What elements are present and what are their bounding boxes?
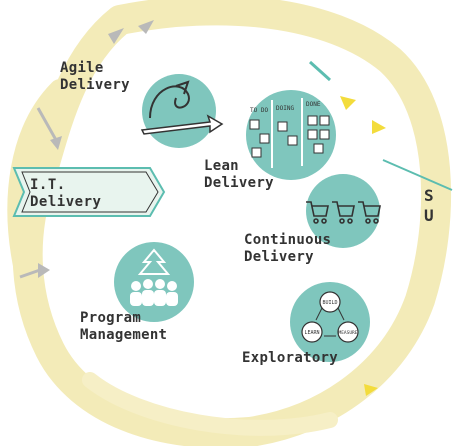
flow-arrow-gray: [138, 20, 154, 34]
flow-arrow-yellow: [340, 96, 356, 110]
boomerang-arrow-icon: [140, 80, 224, 135]
lean-delivery-label: Lean Delivery: [204, 158, 274, 191]
flow-arrow-gray: [108, 28, 124, 44]
flow-arrow-gray: [50, 136, 62, 150]
band-teal-accent: [308, 60, 332, 82]
exploratory-label: Exploratory: [242, 350, 339, 366]
kanban-header-todo: TO DO: [250, 107, 268, 114]
continuous-delivery-label: Continuous Delivery: [244, 232, 332, 265]
cropped-edge-letters: S U: [424, 186, 434, 225]
cycle-word-build: BUILD: [322, 300, 337, 306]
flow-arrow-yellow: [364, 384, 378, 396]
flow-arrow-gray-shaft: [19, 268, 41, 279]
it-delivery-label: I.T. Delivery: [30, 177, 102, 210]
shopping-carts-icon: [306, 201, 381, 224]
continuous-circle: [306, 174, 380, 248]
kanban-header-done: DONE: [306, 101, 321, 108]
it-delivery-tag-shape: [12, 167, 166, 217]
flow-arrow-yellow: [372, 120, 386, 134]
it-delivery-tag-inner: [21, 171, 159, 213]
cycle-word-learn: LEARN: [304, 330, 319, 336]
build-cycle-icon: BUILD LEARN MEASURE: [301, 291, 359, 343]
flow-arrow-gray: [38, 263, 50, 278]
agile-delivery-label: Agile Delivery: [60, 60, 130, 93]
kanban-header-doing: DOING: [276, 105, 294, 112]
people-tree-icon: [130, 248, 178, 306]
cycle-word-measure: MEASURE: [339, 330, 358, 336]
delivery-loop-band-bottom: [82, 372, 338, 436]
flow-arrow-gray-shaft: [36, 107, 58, 141]
kanban-board-icon: TO DO DOING DONE: [249, 98, 330, 168]
band-teal-accent-right: [382, 159, 453, 191]
program-management-label: Program Management: [80, 310, 168, 343]
program-circle: [114, 242, 194, 322]
